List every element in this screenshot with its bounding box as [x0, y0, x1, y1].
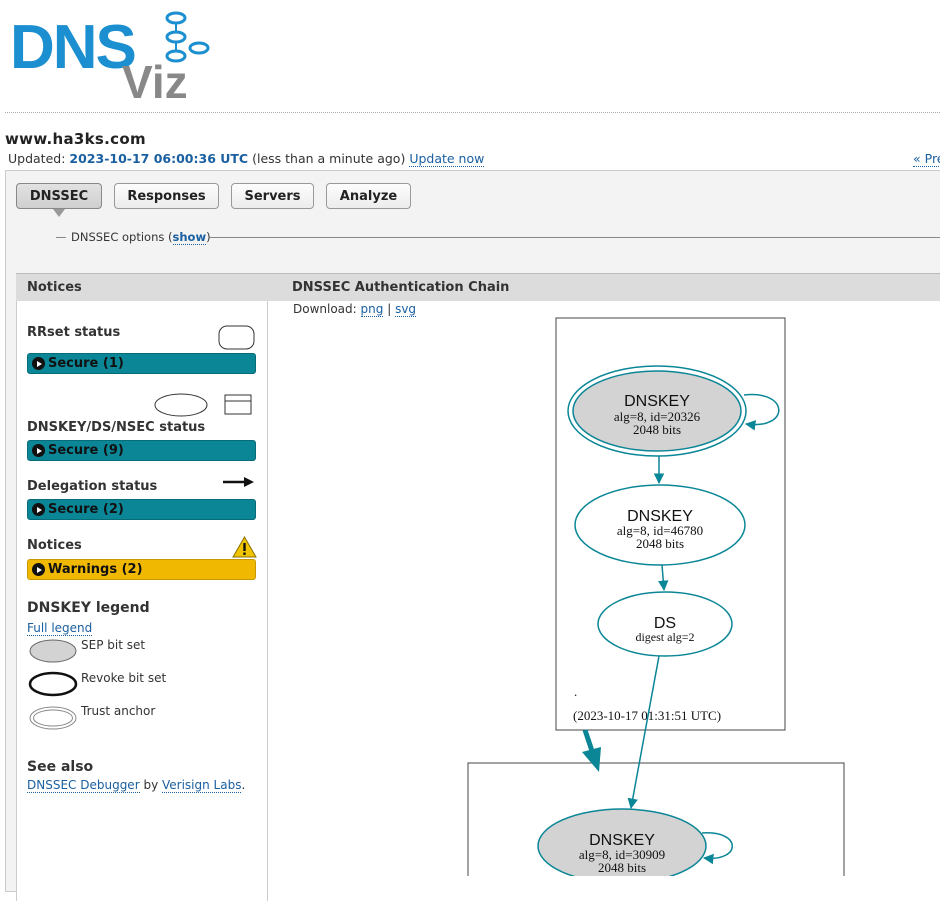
node2-line1: alg=8, id=46780 [617, 523, 703, 538]
dnskey-secure-bar[interactable]: Secure (9) [27, 440, 256, 461]
full-legend-link[interactable]: Full legend [27, 621, 93, 636]
dnskey-node-30909[interactable]: DNSKEY alg=8, id=30909 2048 bits [537, 808, 707, 876]
download-sep: | [387, 302, 392, 316]
prev-link[interactable]: « Pre [913, 151, 940, 167]
sep-legend-shape [29, 639, 77, 663]
node4-title: DNSKEY [589, 832, 655, 849]
legend-trust-label: Trust anchor [81, 704, 156, 718]
updated-label: Updated: [8, 151, 66, 166]
expand-arrow-icon [32, 444, 45, 457]
warnings-bar[interactable]: Warnings (2) [27, 559, 256, 580]
delegation-arrow-icon [223, 477, 254, 487]
download-png-link[interactable]: png [360, 302, 384, 317]
logo-dns-text: DNS [10, 13, 135, 82]
chain-column-title: DNSSEC Authentication Chain [292, 280, 510, 295]
node3-line1: digest alg=2 [635, 630, 694, 644]
dnskey-status-title: DNSKEY/DS/NSEC status [27, 420, 206, 435]
column-header-bar [16, 273, 940, 302]
rrset-secure-label: Secure (1) [48, 356, 124, 371]
download-line: Download: png | svg [293, 302, 417, 317]
tab-servers[interactable]: Servers [231, 183, 314, 209]
delegation-edge-head [582, 747, 601, 772]
node2-line2: 2048 bits [636, 536, 684, 551]
dnskey-secure-label: Secure (9) [48, 443, 124, 458]
rrset-status-title: RRset status [27, 325, 121, 340]
dnssec-debugger-link[interactable]: DNSSEC Debugger [27, 778, 140, 793]
options-rule-right [210, 237, 940, 238]
notices-column-title: Notices [27, 280, 82, 295]
warnings-label: Warnings (2) [48, 562, 143, 577]
legend-shapes [28, 639, 78, 730]
rrset-shape-icon [218, 325, 255, 350]
full-legend-wrap: Full legend [27, 621, 93, 636]
dnskey-shape-icons [154, 393, 252, 417]
notices-title: Notices [27, 538, 82, 553]
ds-node[interactable]: DS digest alg=2 [597, 591, 733, 657]
prev-link-wrap: « Pre [913, 151, 940, 167]
updated-relative: (less than a minute ago) [252, 151, 406, 166]
verisign-labs-link[interactable]: Verisign Labs [162, 778, 242, 793]
dnssec-options: DNSSEC options (show) [71, 230, 211, 245]
delegation-status-title: Delegation status [27, 479, 158, 494]
expand-arrow-icon [32, 563, 45, 576]
warning-icon [232, 536, 257, 558]
delegation-secure-label: Secure (2) [48, 502, 124, 517]
root-zone-time: (2023-10-17 01:31:51 UTC) [573, 708, 721, 723]
dnsviz-logo[interactable]: DNS Viz [10, 10, 225, 105]
logo-viz-text: Viz [122, 56, 188, 105]
dnskey-node-46780[interactable]: DNSKEY alg=8, id=46780 2048 bits [574, 484, 746, 566]
node3-title: DS [654, 615, 676, 632]
node1-line2: 2048 bits [633, 422, 681, 437]
updated-timestamp: 2023-10-17 06:00:36 UTC [69, 151, 249, 166]
options-prefix: DNSSEC options ( [71, 230, 173, 244]
root-zone-name: . [574, 684, 577, 699]
dnskey-legend-title: DNSKEY legend [27, 600, 150, 616]
download-label: Download: [293, 302, 357, 316]
tab-dnssec[interactable]: DNSSEC [16, 183, 102, 209]
active-tab-pointer [53, 209, 65, 217]
node1-title: DNSKEY [624, 393, 690, 410]
edge-ds-node4 [627, 655, 660, 810]
trust-anchor-legend-shape [29, 706, 77, 730]
download-svg-link[interactable]: svg [395, 302, 417, 317]
node4-line2: 2048 bits [598, 860, 646, 875]
logo-chain-icon [165, 11, 210, 63]
node1-self-loop [743, 393, 780, 431]
see-also-line: DNSSEC Debugger by Verisign Labs. [27, 778, 246, 793]
legend-revoke-label: Revoke bit set [81, 671, 167, 685]
update-now-link[interactable]: Update now [409, 151, 485, 167]
dnskey-node-20326[interactable]: DNSKEY alg=8, id=20326 2048 bits [567, 365, 747, 457]
see-also-period: . [241, 778, 246, 792]
options-suffix: ) [206, 230, 211, 244]
node2-title: DNSKEY [627, 508, 693, 525]
revoke-legend-shape [28, 671, 78, 697]
domain-title: www.ha3ks.com [5, 130, 146, 148]
options-rule-left [56, 237, 66, 238]
delegation-secure-bar[interactable]: Secure (2) [27, 499, 256, 520]
see-also-by: by [143, 778, 159, 792]
expand-arrow-icon [32, 503, 45, 516]
updated-line: Updated: 2023-10-17 06:00:36 UTC (less t… [8, 151, 485, 167]
node4-line1: alg=8, id=30909 [579, 847, 665, 862]
expand-arrow-icon [32, 357, 45, 370]
edge-node2-ds [658, 564, 669, 592]
rrset-secure-bar[interactable]: Secure (1) [27, 353, 256, 374]
authentication-chain-graph: DNSKEY alg=8, id=20326 2048 bits DNSKEY … [467, 317, 845, 876]
header-divider [5, 112, 940, 113]
node1-line1: alg=8, id=20326 [614, 409, 701, 424]
node4-self-loop [701, 832, 733, 865]
legend-sep-label: SEP bit set [81, 638, 146, 652]
options-show-link[interactable]: show [172, 230, 207, 245]
tab-analyze[interactable]: Analyze [326, 183, 411, 209]
see-also-title: See also [27, 759, 94, 775]
tab-responses[interactable]: Responses [114, 183, 219, 209]
